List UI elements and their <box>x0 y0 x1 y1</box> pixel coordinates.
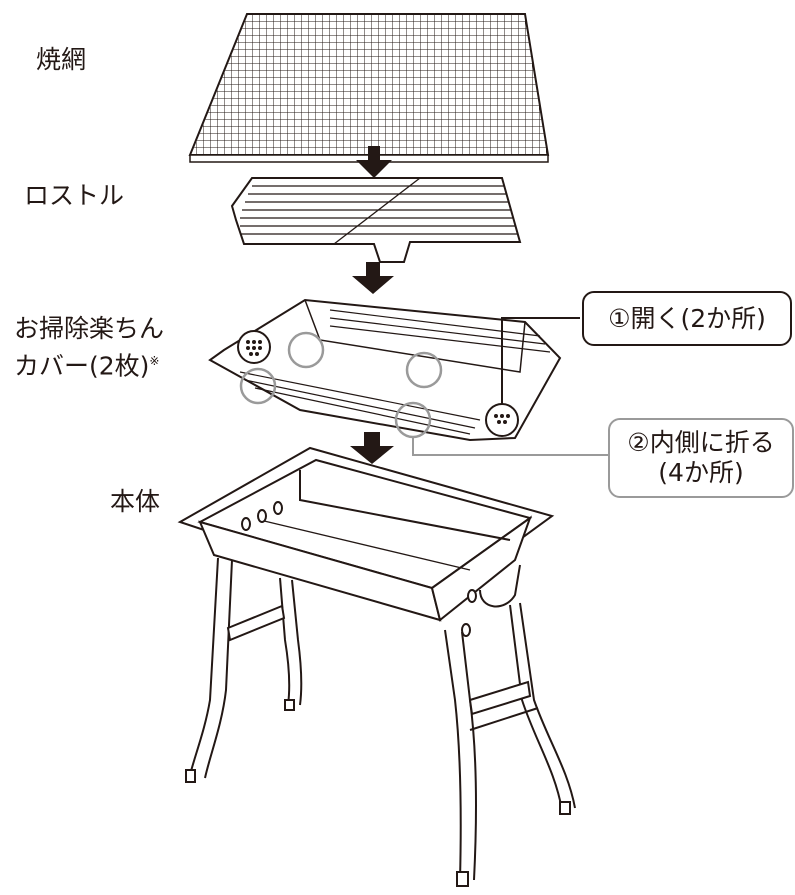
label-cover-text: カバー(2枚) <box>14 351 150 381</box>
label-body: 本体 <box>110 487 161 516</box>
label-roaster: ロストル <box>24 181 125 210</box>
fold-point-circle <box>405 351 443 389</box>
label-cover-line1: お掃除楽ちん <box>14 314 165 343</box>
down-arrow-icon <box>356 146 392 178</box>
callout-open: ①開く(2か所) <box>582 291 792 346</box>
down-arrow-icon <box>352 262 394 294</box>
callout-fold-line1: ②内側に折る <box>627 428 775 457</box>
label-grill-net: 焼網 <box>36 45 87 74</box>
label-cover-note: ※ <box>149 354 160 368</box>
fold-point-circle <box>287 331 325 369</box>
cleaning-cover <box>208 298 562 442</box>
label-cover-line2: カバー(2枚)※ <box>14 346 159 381</box>
callout-fold-line2: (4か所) <box>658 458 744 487</box>
callout-leader-fold <box>412 437 610 456</box>
down-arrow-icon <box>350 432 394 464</box>
grill-net <box>188 13 550 163</box>
callout-fold: ②内側に折る (4か所) <box>608 418 794 498</box>
fold-point-circle <box>239 367 277 405</box>
grill-body <box>177 446 576 887</box>
callout-leader-open <box>501 317 580 404</box>
roaster <box>230 177 522 263</box>
